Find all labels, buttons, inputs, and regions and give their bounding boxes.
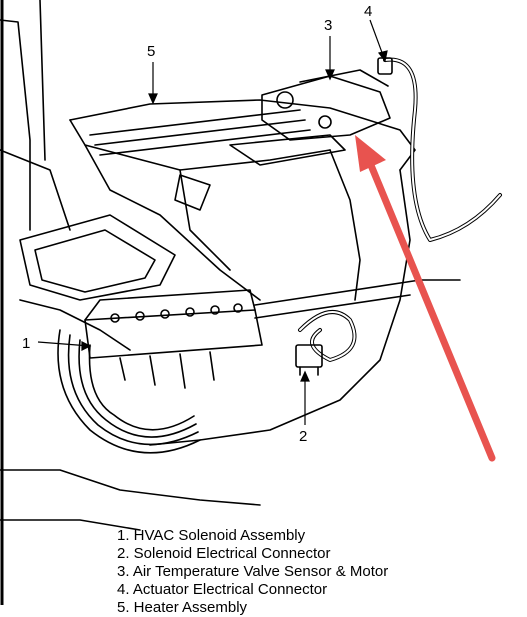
callout-4: 4	[364, 3, 372, 20]
callout-3: 3	[324, 17, 332, 34]
callout-2: 2	[299, 428, 307, 445]
heater-housing-drawing	[0, 0, 502, 531]
callout-5: 5	[147, 43, 155, 60]
legend-item-2: 2. Solenoid Electrical Connector	[117, 545, 331, 562]
callout-1: 1	[22, 335, 30, 352]
legend-item-5: 5. Heater Assembly	[117, 599, 248, 616]
legend-item-3: 3. Air Temperature Valve Sensor & Motor	[117, 563, 389, 580]
callout-leaders	[37, 19, 388, 425]
legend-item-1: 1. HVAC Solenoid Assembly	[117, 527, 306, 544]
red-highlight-arrow	[355, 135, 496, 462]
legend-list: 1. HVAC Solenoid Assembly 2. Solenoid El…	[117, 527, 388, 617]
legend-item-4: 4. Actuator Electrical Connector	[117, 581, 328, 598]
